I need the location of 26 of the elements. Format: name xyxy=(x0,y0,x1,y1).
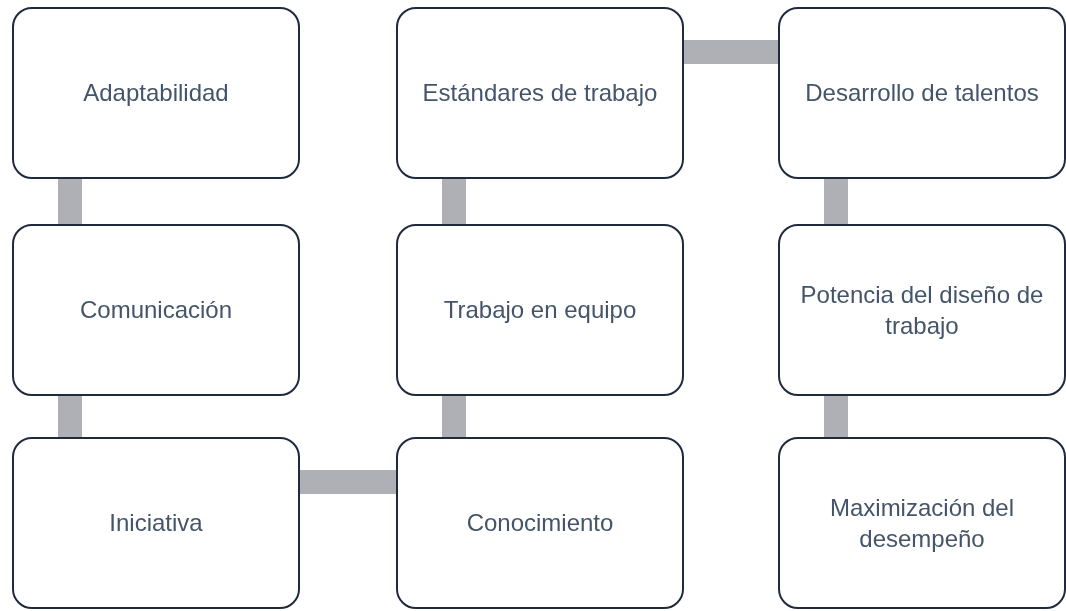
connector-bar xyxy=(58,396,82,437)
connector-bar xyxy=(442,396,466,437)
box-label: Comunicación xyxy=(79,295,233,326)
rounded-box xyxy=(396,437,684,609)
connector-bar xyxy=(300,470,396,494)
rounded-box xyxy=(778,224,1066,396)
box-label: Trabajo en equipo xyxy=(443,295,637,326)
box-label: Adaptabilidad xyxy=(83,78,229,109)
box-label: Estándares de trabajo xyxy=(422,78,658,109)
box-label: Conocimiento xyxy=(466,508,614,539)
rounded-box xyxy=(778,7,1066,179)
rounded-box xyxy=(778,437,1066,609)
rounded-box xyxy=(12,7,300,179)
connector-bar xyxy=(824,396,848,437)
rounded-box xyxy=(396,224,684,396)
connector-bar xyxy=(684,40,778,64)
rounded-box xyxy=(396,7,684,179)
connector-bar xyxy=(442,179,466,224)
box-label: Desarrollo de talentos xyxy=(805,78,1039,109)
box-label: Potencia del diseño de trabajo xyxy=(799,279,1045,341)
rounded-box xyxy=(12,437,300,609)
box-label: Iniciativa xyxy=(109,508,203,539)
box-label: Maximización del desempeño xyxy=(828,492,1016,554)
rounded-box xyxy=(12,224,300,396)
connector-bar xyxy=(58,179,82,224)
connector-bar xyxy=(824,179,848,224)
